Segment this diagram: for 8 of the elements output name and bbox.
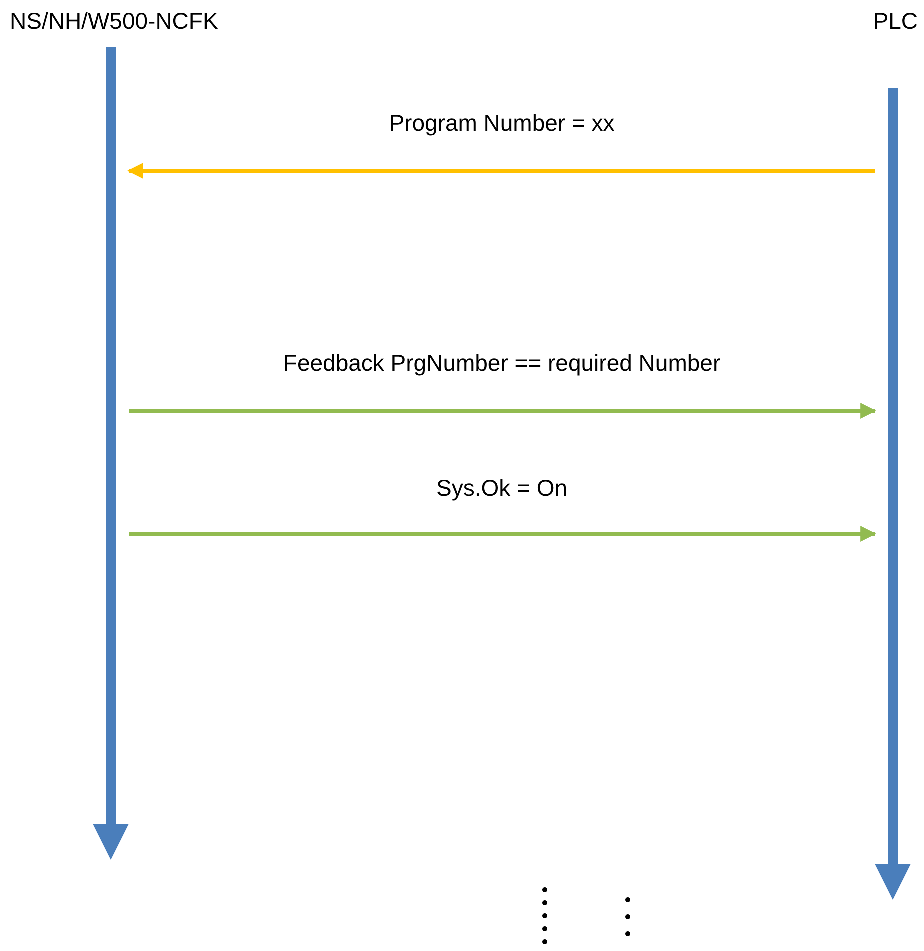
message-label: Program Number = xx <box>389 110 615 137</box>
message-arrow <box>127 163 875 179</box>
message-arrow <box>129 403 877 419</box>
lifeline-label: PLC <box>873 8 918 35</box>
lifeline-label: NS/NH/W500-NCFK <box>10 8 218 35</box>
message-label: Sys.Ok = On <box>436 475 568 502</box>
message-label: Feedback PrgNumber == required Number <box>283 350 721 377</box>
message-arrow <box>129 526 877 542</box>
